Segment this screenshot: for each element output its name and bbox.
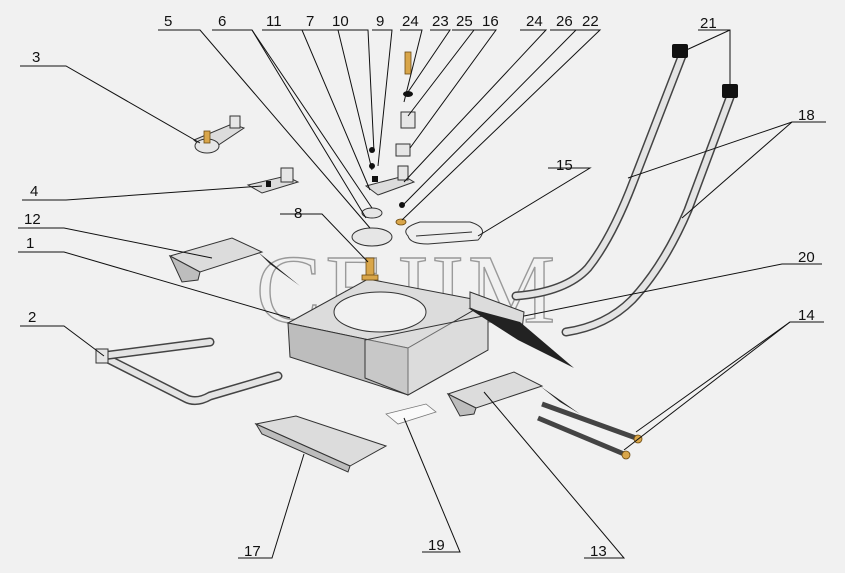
part-bracket-13 [168, 237, 300, 286]
part-gasket-15 [405, 221, 483, 245]
callout-13: 12 [24, 211, 41, 228]
part-stack [395, 51, 416, 157]
part-plate-11 [364, 165, 416, 196]
callout-12: 13 [590, 543, 607, 560]
part-u-frame [95, 337, 283, 406]
callout-16: 16 [482, 13, 499, 30]
callout-22: 22 [582, 13, 599, 30]
part-bracket-4 [246, 167, 300, 194]
part-strap-20 [468, 291, 574, 368]
grip-left [672, 44, 688, 58]
callout-21: 21 [700, 15, 717, 32]
callout-26: 26 [556, 13, 573, 30]
callout-7: 7 [306, 13, 314, 30]
callout-18: 18 [798, 107, 815, 124]
callout-8: 8 [294, 205, 302, 222]
callout-labels: 3 4 12 1 2 5 6 11 7 10 9 24 23 25 16 24 … [24, 13, 815, 560]
callout-24a: 24 [402, 13, 419, 30]
part-bracket-12 [446, 371, 580, 417]
leader-lines [18, 29, 826, 559]
part-nut-26 [399, 202, 405, 208]
part-handle-tubes [511, 44, 738, 337]
part-fitting-8 [361, 257, 379, 281]
part-label-19 [385, 403, 437, 425]
callout-14: 14 [798, 307, 815, 324]
callout-19: 19 [428, 537, 445, 554]
callout-1: 1 [26, 235, 34, 252]
callout-23: 23 [432, 13, 449, 30]
part-washer-22 [395, 218, 407, 226]
callout-4: 4 [30, 183, 38, 200]
callout-2: 2 [28, 309, 36, 326]
callout-6: 6 [218, 13, 226, 30]
callout-17: 17 [244, 543, 261, 560]
callout-24b: 24 [526, 13, 543, 30]
callout-9: 9 [376, 13, 384, 30]
callout-10: 10 [332, 13, 349, 30]
part-housing [286, 278, 490, 396]
part-plate-17 [254, 415, 388, 473]
part-ring-5 [351, 227, 393, 247]
part-rods-14 [537, 401, 643, 460]
callout-20: 20 [798, 249, 815, 266]
part-bracket-3 [193, 115, 246, 154]
callout-11: 11 [266, 13, 282, 30]
callout-25: 25 [456, 13, 473, 30]
callout-15: 15 [556, 157, 573, 174]
callout-5: 5 [164, 13, 172, 30]
callout-3: 3 [32, 49, 40, 66]
